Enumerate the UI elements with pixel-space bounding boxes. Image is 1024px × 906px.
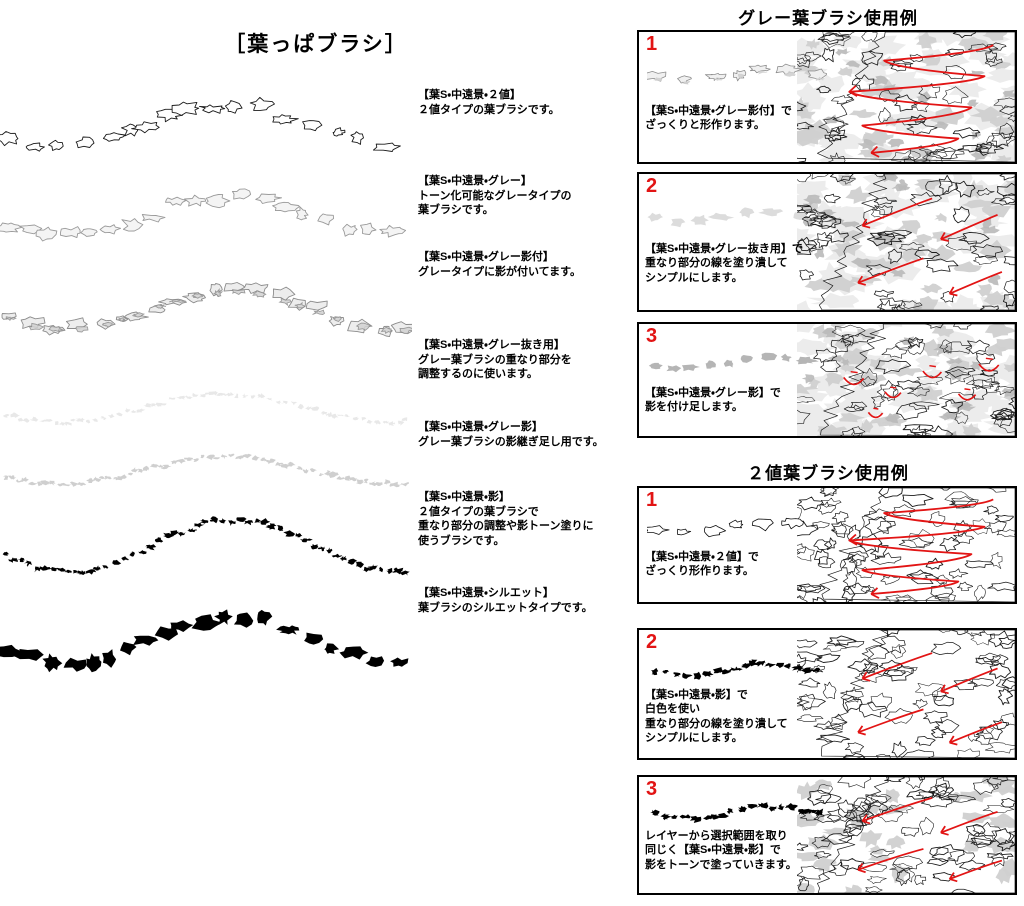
panel-caption: 【葉S・中遠景・影】で 白色を使い 重なり部分の線を塗り潰して シンプルにします… xyxy=(645,689,788,744)
usage-panel: 2 【葉S・中遠景・影】で 白色を使い 重なり部分の線を塗り潰して シンプルにし… xyxy=(637,628,1017,760)
panel-artwork-gray-foliage xyxy=(797,32,1015,162)
usage-panel: 1 【葉S・中遠景・グレー影付】で ざっくりと形作ります。 xyxy=(637,30,1017,164)
panel-brush-preview xyxy=(647,200,827,239)
brush-description: 【葉S・中遠景・シルエット】 葉ブラシのシルエットタイプです。 xyxy=(418,587,593,614)
brush-description: 【葉S・中遠景・グレー】 トーン化可能なグレータイプの 葉ブラシです。 xyxy=(418,175,572,217)
panel-artwork-line-foliage xyxy=(797,488,1015,602)
brush-stroke-outline xyxy=(0,84,412,164)
panel-caption: 【葉S・中遠景・グレー影】で 影を付け足します。 xyxy=(645,387,781,414)
panel-artwork-line-foliage xyxy=(797,630,1015,758)
brush-stroke-light-gray-fill xyxy=(0,378,412,438)
panel-artwork-gray-foliage xyxy=(797,324,1015,436)
panel-number: 2 xyxy=(646,631,658,653)
panel-number: 3 xyxy=(646,778,658,800)
panel-caption: 【葉S・中遠景・グレー影付】で ざっくりと形作ります。 xyxy=(645,105,792,132)
usage-examples-column: グレー葉ブラシ使用例 1 【葉S・中遠景・グレー影付】で ざっくりと形作ります。… xyxy=(632,0,1024,906)
brush-stroke-black-small-fill xyxy=(0,500,412,590)
panel-brush-preview xyxy=(647,799,827,832)
brush-description: 【葉S・中遠景・２値】 ２値タイプの葉ブラシです。 xyxy=(418,89,560,116)
panel-brush-preview xyxy=(647,348,827,383)
usage-panel: 3 【葉S・中遠景・グレー影】で 影を付け足します。 xyxy=(637,322,1017,438)
panel-caption: 【葉S・中遠景・２値】で ざっくり形作ります。 xyxy=(645,551,759,578)
panel-number: 1 xyxy=(646,489,658,511)
brush-description: 【葉S・中遠景・グレー抜き用】 グレー葉ブラシの重なり部分を 調整するのに使いま… xyxy=(418,339,572,381)
brush-stroke-gray-shaded xyxy=(0,268,412,348)
panel-number: 1 xyxy=(646,33,658,55)
panel-number: 3 xyxy=(646,325,658,347)
brush-description: 【葉S・中遠景・グレー影付】 グレータイプに影が付いてます。 xyxy=(418,251,582,278)
panel-brush-preview xyxy=(641,58,829,99)
brush-description: 【葉S・中遠景・グレー影】 グレー葉ブラシの影継ぎ足し用です。 xyxy=(418,421,604,448)
brush-description: 【葉S・中遠景・影】 ２値タイプの葉ブラシで 重なり部分の調整や影トーン塗りに … xyxy=(418,491,594,547)
section-heading-gray: グレー葉ブラシ使用例 xyxy=(738,9,918,28)
page-title: ［葉っぱブラシ］ xyxy=(224,33,408,56)
brush-stroke-black-large-fill xyxy=(0,588,412,688)
brush-stroke-gray-outline xyxy=(0,174,412,254)
panel-caption: レイヤーから選択範囲を取り 同じく【葉S・中遠景・影】で 影をトーンで塗っていき… xyxy=(645,830,797,871)
panel-brush-preview xyxy=(644,512,827,549)
brush-catalog-column: ［葉っぱブラシ］ 【葉S・中遠景・２値】 ２値タイプの葉ブラシです。 【葉S・中… xyxy=(0,33,604,688)
usage-panel: 3 レイヤーから選択範囲を取り 同じく【葉S・中遠景・影】で 影をトーンで塗って… xyxy=(637,775,1017,895)
brush-stroke-mid-gray-fill xyxy=(0,440,412,500)
panel-number: 2 xyxy=(646,175,658,197)
section-heading-binary: ２値葉ブラシ使用例 xyxy=(747,464,909,483)
panel-artwork-line-foliage-tone xyxy=(797,777,1015,893)
usage-panel: 1 【葉S・中遠景・２値】で ざっくり形作ります。 xyxy=(637,486,1017,604)
panel-brush-preview xyxy=(647,656,827,689)
panel-artwork-gray-foliage xyxy=(797,174,1015,310)
usage-panel: 2 【葉S・中遠景・グレー抜き用】で 重なり部分の線を塗り潰して シンプルにしま… xyxy=(637,172,1017,312)
panel-caption: 【葉S・中遠景・グレー抜き用】で 重なり部分の線を塗り潰して シンプルにします。 xyxy=(645,243,803,284)
